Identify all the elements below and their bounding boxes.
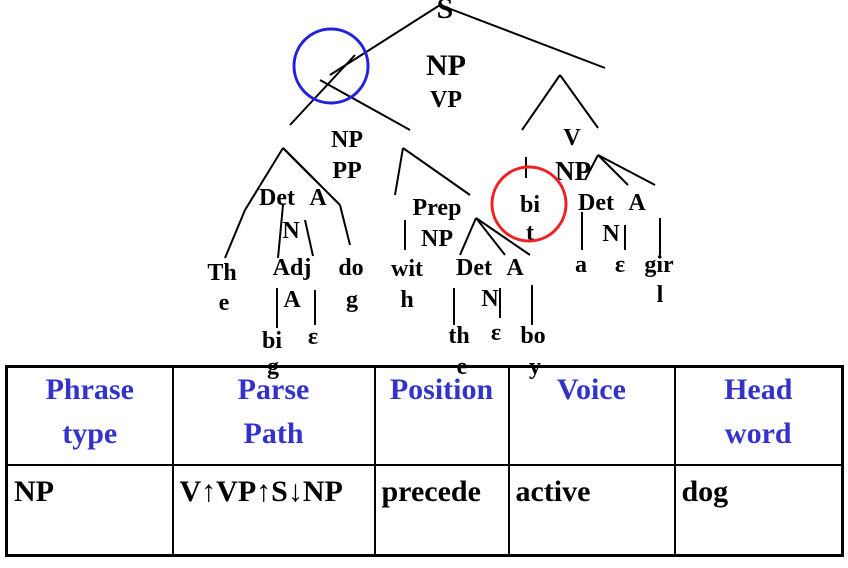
node-prep: Prep	[413, 195, 462, 221]
node-det: Det	[456, 255, 492, 281]
epsilon: ε	[308, 324, 318, 350]
edge	[289, 54, 356, 126]
node-n: N	[282, 218, 300, 244]
word-a: a	[575, 252, 587, 278]
edge	[439, 4, 606, 69]
word-with: h	[400, 287, 413, 313]
node-det: Det	[259, 185, 295, 211]
table-row: NP V↑VP↑S↓NP precede active dog	[5, 463, 844, 557]
edge	[277, 204, 284, 259]
node-np: NP	[331, 127, 363, 153]
cell-head-word: dog	[673, 463, 844, 557]
epsilon: ε	[615, 252, 625, 278]
cell-voice: active	[507, 463, 676, 557]
node-np: NP	[426, 49, 466, 82]
cell-parse-path: V↑VP↑S↓NP	[171, 463, 376, 557]
word-boy: bo	[520, 323, 545, 349]
node-vp: VP	[430, 87, 462, 113]
word-the: e	[219, 290, 230, 316]
edge	[282, 147, 341, 206]
edge	[339, 204, 351, 246]
edge	[244, 147, 284, 211]
parse-tree: S NP VP NP PP V NP Det A N Prep NP bi t …	[207, 0, 674, 380]
node-adj: A	[283, 287, 301, 313]
header-position: Position	[373, 365, 510, 466]
word-dog: do	[338, 255, 363, 281]
node-pp: PP	[332, 158, 361, 184]
header-voice: Voice	[507, 365, 676, 466]
edge	[559, 74, 599, 129]
node-n: N	[602, 221, 620, 247]
edge	[584, 154, 599, 181]
node-np: NP	[555, 156, 591, 186]
word-the: th	[448, 323, 469, 349]
node-n: N	[481, 286, 499, 312]
node-a: A	[506, 255, 524, 281]
highlight-circle-predicate	[490, 165, 568, 243]
word-girl: l	[657, 282, 664, 308]
node-a: A	[309, 185, 327, 211]
edge	[394, 147, 404, 196]
edge	[319, 79, 411, 131]
edge	[475, 217, 531, 256]
edge	[597, 154, 656, 186]
word-with: wit	[391, 256, 423, 282]
highlight-circle-constituent	[292, 27, 370, 105]
epsilon: ε	[491, 320, 501, 346]
tree-edges	[224, 4, 661, 328]
node-verb-bit: t	[526, 220, 534, 246]
word-the: Th	[207, 260, 236, 286]
edge	[521, 74, 561, 131]
edge	[224, 209, 246, 259]
node-np: NP	[421, 226, 453, 252]
word-big: bi	[262, 328, 282, 354]
word-girl: gir	[644, 252, 674, 278]
cell-position: precede	[373, 463, 510, 557]
node-det: Det	[578, 190, 614, 216]
edge	[459, 217, 477, 256]
node-s: S	[437, 0, 454, 25]
node-verb-bit: bi	[520, 192, 540, 218]
node-a: A	[628, 190, 646, 216]
edge	[475, 217, 506, 256]
cell-phrase-type: NP	[5, 463, 174, 557]
word-dog: g	[346, 287, 358, 313]
node-v: V	[563, 125, 581, 151]
edge	[304, 219, 314, 257]
edge	[597, 154, 629, 186]
node-adj: Adj	[273, 255, 312, 281]
edge	[402, 147, 471, 196]
